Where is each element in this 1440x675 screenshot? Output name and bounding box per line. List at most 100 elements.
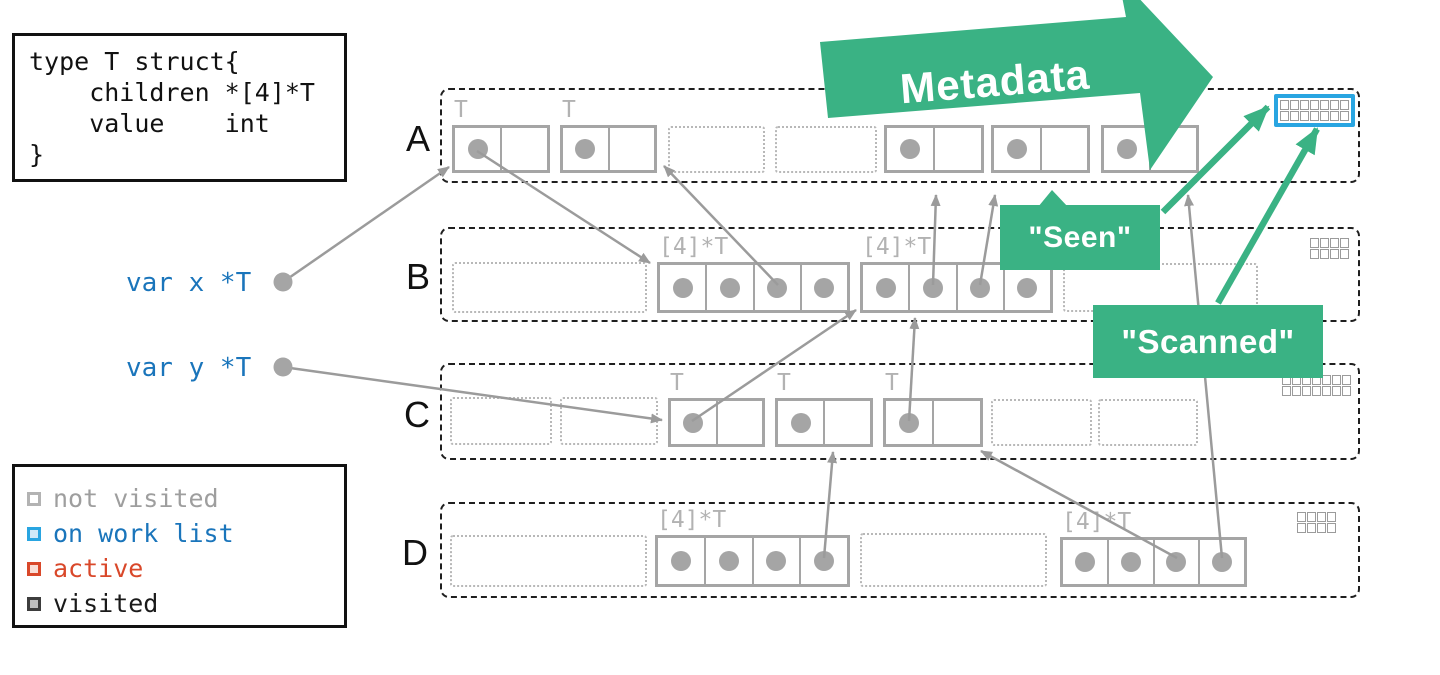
grid-row [1297,523,1336,533]
A-obj3-cell2 [933,128,981,170]
B-metadata-grid [1310,238,1349,259]
pointer-dot [790,412,811,433]
grid-cell [1310,111,1319,121]
grid-row [1282,386,1351,396]
legend-swatch-icon [27,596,41,611]
grid-cell [1300,111,1309,121]
B-array1-cell1 [660,265,705,310]
D-array1-cell1 [658,538,704,584]
B-array2-cell1 [863,265,908,310]
A-obj3-cell1 [887,128,933,170]
heap-span-label-A: A [406,118,431,159]
heap-span-label-C: C [404,394,430,435]
grid-cell [1322,375,1331,385]
seen-callout: "Seen" [1000,205,1160,270]
slot-B-free1 [452,262,647,313]
pointer-dot [1212,552,1233,572]
grid-cell [1292,386,1301,396]
heap-span-label-D: D [402,532,428,573]
A-obj1-cell2 [500,128,547,170]
A-obj5-cell2 [1149,128,1196,170]
variable-y-label: var y *T [126,353,252,383]
C-obj1-cell2 [715,401,763,444]
slot-C-free1 [450,397,552,445]
slot-D-array2 [1060,537,1247,587]
legend-swatch-icon [27,561,41,576]
grid-cell [1312,386,1321,396]
legend-swatch-icon [27,526,41,541]
pointer-dot [1120,552,1141,572]
grid-cell [1282,386,1291,396]
type-label: [4]*T [862,234,932,260]
grid-cell [1307,512,1316,522]
pointer-dot [575,139,596,159]
type-definition-code: type T struct{ children *[4]*T value int… [29,46,330,170]
pointer-dot [922,277,943,298]
C-obj1-cell1 [671,401,716,444]
grid-cell [1310,238,1319,248]
grid-cell [1300,100,1309,110]
C-obj2-cell2 [823,401,870,444]
grid-cell [1330,111,1339,121]
slot-C-obj2 [775,398,873,447]
slot-C-free4 [1098,399,1198,446]
pointer-dot [814,277,835,298]
grid-cell [1340,238,1349,248]
legend-label: on work list [53,519,234,548]
grid-row [1297,512,1336,522]
D-array2-cell3 [1152,540,1199,584]
C-obj2-cell1 [778,401,823,444]
legend-label: visited [53,589,159,618]
variable-y-dot [273,357,293,377]
grid-cell [1310,100,1319,110]
grid-row [1280,111,1349,121]
A-metadata-grid [1274,94,1355,127]
type-label: T [562,97,576,123]
grid-cell [1307,523,1316,533]
D-array1-cell4 [799,538,847,584]
type-label: [4]*T [1062,509,1132,535]
slot-B-array2 [860,262,1053,313]
slot-A-obj3 [884,125,984,173]
type-label: T [454,97,468,123]
pointer-dot [767,277,788,298]
slot-D-array1 [655,535,850,587]
B-array1-cell3 [752,265,800,310]
pointer-dot [467,139,488,159]
grid-cell [1330,249,1339,259]
A-obj4-cell2 [1039,128,1088,170]
type-label: T [670,370,684,396]
pointer-dot [814,551,835,571]
code-line: value int [29,109,270,138]
scanned-callout: "Scanned" [1093,305,1323,378]
grid-cell [1330,100,1339,110]
B-array1-cell4 [799,265,847,310]
legend-item: on work list [27,516,332,551]
pointer-dot [672,277,693,298]
slot-D-free2 [860,533,1047,587]
D-array2-cell2 [1106,540,1153,584]
grid-cell [1320,111,1329,121]
grid-cell [1310,249,1319,259]
pointer-dot [1017,277,1038,298]
variable-x-label: var x *T [126,268,252,298]
type-label: T [777,370,791,396]
grid-cell [1340,249,1349,259]
type-label: [4]*T [659,234,729,260]
pointer-dot [1006,139,1027,159]
D-array1-cell3 [751,538,800,584]
code-line: children *[4]*T [29,78,315,107]
slot-A-obj2 [560,125,657,173]
slot-C-obj1 [668,398,765,447]
slot-D-free1 [450,535,647,587]
grid-cell [1290,100,1299,110]
pointer-dot [970,277,991,298]
slot-A-free2 [775,126,877,173]
pointer-dot [1074,552,1095,572]
heap-span-label-B: B [406,256,431,297]
legend-item: visited [27,586,332,621]
B-array2-cell3 [955,265,1003,310]
grid-cell [1340,111,1349,121]
